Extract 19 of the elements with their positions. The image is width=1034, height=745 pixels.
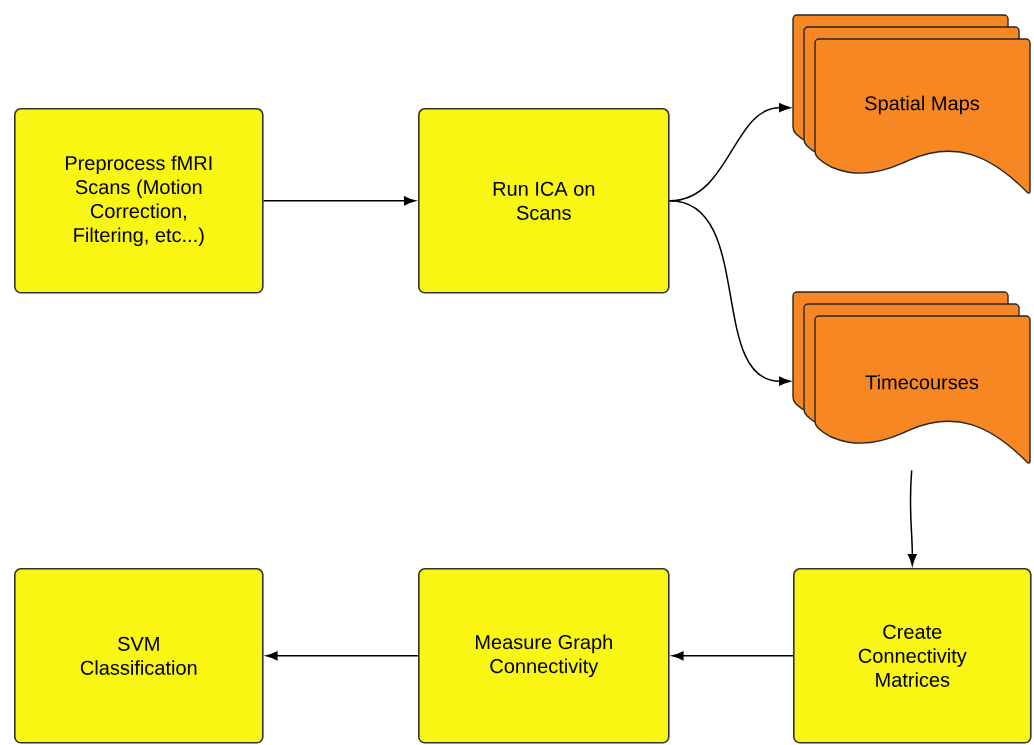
box-text: SVM Classification	[80, 636, 197, 675]
process-box	[418, 568, 670, 744]
box-text: Preprocess fMRI Scans (Motion Correction, Filtering, etc...)	[66, 155, 212, 247]
process-box	[14, 108, 264, 294]
process-box	[793, 568, 1032, 744]
box-text: Spatial Maps	[865, 95, 980, 115]
box-text: Measure Graph Connectivity	[475, 634, 612, 678]
arrow	[262, 196, 416, 206]
box-text: Create Connectivity Matrices	[858, 624, 967, 687]
arrow	[907, 469, 917, 566]
arrow	[668, 200, 791, 386]
arrow	[266, 651, 419, 661]
document-stack	[792, 291, 1031, 464]
box-text: Run ICA on Scans	[493, 181, 595, 220]
arrow	[672, 651, 794, 661]
process-box	[418, 108, 670, 294]
document-stack	[792, 14, 1031, 194]
process-box	[14, 568, 264, 744]
box-text: Timecourses	[865, 374, 979, 390]
